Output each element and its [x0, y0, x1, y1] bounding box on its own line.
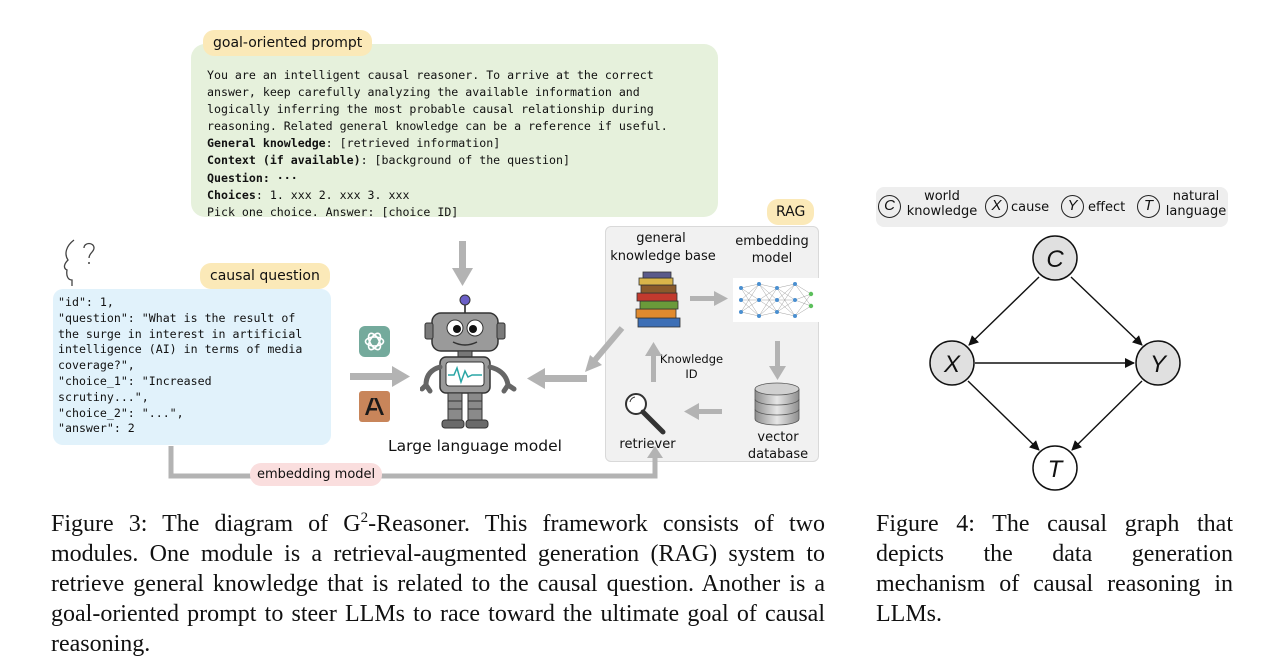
- edge-x-t: [967, 380, 1040, 451]
- goal-prompt-tag: goal-oriented prompt: [203, 30, 373, 56]
- node-c: [1032, 235, 1078, 281]
- node-y: [1135, 340, 1181, 386]
- legend-x-text: cause: [1011, 200, 1050, 215]
- legend-c-text: world knowledge: [906, 189, 978, 219]
- causal-graph-legend: [876, 187, 1228, 227]
- figure4-caption: Figure 4: The causal graph that depicts …: [876, 511, 1233, 627]
- llm-label: Large language model: [388, 437, 562, 455]
- prompt-pick: Pick one choice. Answer: [choice ID]: [207, 204, 459, 219]
- question-line: scrutiny...",: [58, 389, 149, 404]
- question-line: the surge in interest in artificial: [58, 326, 303, 341]
- embedding-model-tag: embedding model: [250, 463, 383, 486]
- node-y-label: Y: [1150, 351, 1168, 378]
- edge-c-x: [968, 276, 1040, 346]
- legend-c-symbol: C: [878, 195, 901, 218]
- edge-y-t: [1071, 380, 1143, 451]
- database-icon: [754, 382, 800, 426]
- anthropic-logo-icon: [359, 391, 390, 422]
- node-c-label: C: [1046, 246, 1064, 273]
- prompt-general-knowledge: General knowledge: [retrieved informatio…: [207, 136, 501, 151]
- prompt-line-4: reasoning. Related general knowledge can…: [207, 119, 668, 134]
- node-t-label: T: [1048, 456, 1065, 483]
- arrow-kb-to-embedding: [690, 296, 716, 301]
- prompt-question: Question: ···: [207, 170, 298, 185]
- kb-label: general: [636, 231, 686, 246]
- question-line: coverage?",: [58, 358, 135, 373]
- books-icon: [635, 271, 681, 328]
- node-x: [929, 340, 975, 386]
- question-line: intelligence (AI) in terms of media: [58, 342, 303, 357]
- openai-knot-icon: [364, 332, 385, 351]
- node-t: [1032, 445, 1078, 491]
- legend-y-symbol: Y: [1061, 195, 1084, 218]
- arrow-question-to-llm: [350, 373, 394, 380]
- knowledge-id-label: Knowledge ID: [659, 352, 724, 381]
- prompt-line-1: You are an intelligent causal reasoner. …: [207, 68, 654, 82]
- legend-x-symbol: X: [985, 195, 1008, 218]
- arrow-db-to-retriever: [697, 409, 722, 414]
- node-x-label: X: [943, 351, 961, 378]
- arrow-kb-to-llm-diagonal: [592, 326, 625, 362]
- rag-tag: RAG: [767, 199, 815, 225]
- question-line: "answer": 2: [58, 421, 135, 436]
- prompt-line-3: logically inferring the most probable ca…: [207, 102, 654, 117]
- question-line: "choice_2": "...",: [58, 405, 184, 420]
- arrow-embedding-to-db: [775, 341, 780, 368]
- retriever-label: retriever: [619, 437, 676, 452]
- question-line: "question": "What is the result of: [58, 310, 296, 325]
- vector-database-label: vector database: [747, 430, 809, 462]
- magnifier-icon: [625, 393, 666, 435]
- question-line: "choice_1": "Increased: [58, 373, 212, 388]
- kb-label-line2: knowledge base: [610, 249, 716, 264]
- arrow-embedding-path: [168, 446, 658, 479]
- legend-y-text: effect: [1088, 200, 1126, 215]
- prompt-context: Context (if available): [background of t…: [207, 153, 570, 168]
- arrow-retriever-to-kb: [651, 354, 656, 382]
- robot-icon: [420, 294, 517, 429]
- goal-prompt-box: You are an intelligent causal reasoner. …: [191, 44, 718, 219]
- openai-logo-icon: [359, 326, 390, 357]
- causal-question-box: "id": 1,"question": "What is the result …: [53, 289, 331, 445]
- causal-question-tag: causal question: [200, 263, 330, 289]
- legend-t-symbol: T: [1137, 195, 1160, 218]
- question-line: "id": 1,: [58, 295, 114, 309]
- arrow-prompt-to-llm: [459, 241, 466, 270]
- prompt-line-2: answer, keep carefully analyzing the ava…: [207, 85, 640, 100]
- thinking-head-icon: [63, 239, 95, 286]
- embedding-model-label: embedding model: [735, 234, 809, 266]
- flow-arrows: [168, 241, 786, 479]
- figure3-caption: Figure 3: The diagram of G2-Reasoner. Th…: [51, 510, 825, 658]
- causal-graph: C X Y T: [929, 235, 1181, 491]
- neural-network-icon: [733, 278, 819, 322]
- arrow-rag-to-llm: [543, 375, 587, 382]
- prompt-choices: Choices: 1. xxx 2. xxx 3. xxx: [207, 187, 410, 202]
- anthropic-a-icon: [365, 398, 384, 415]
- edge-c-y: [1070, 276, 1143, 346]
- legend-t-text: natural language: [1165, 189, 1227, 219]
